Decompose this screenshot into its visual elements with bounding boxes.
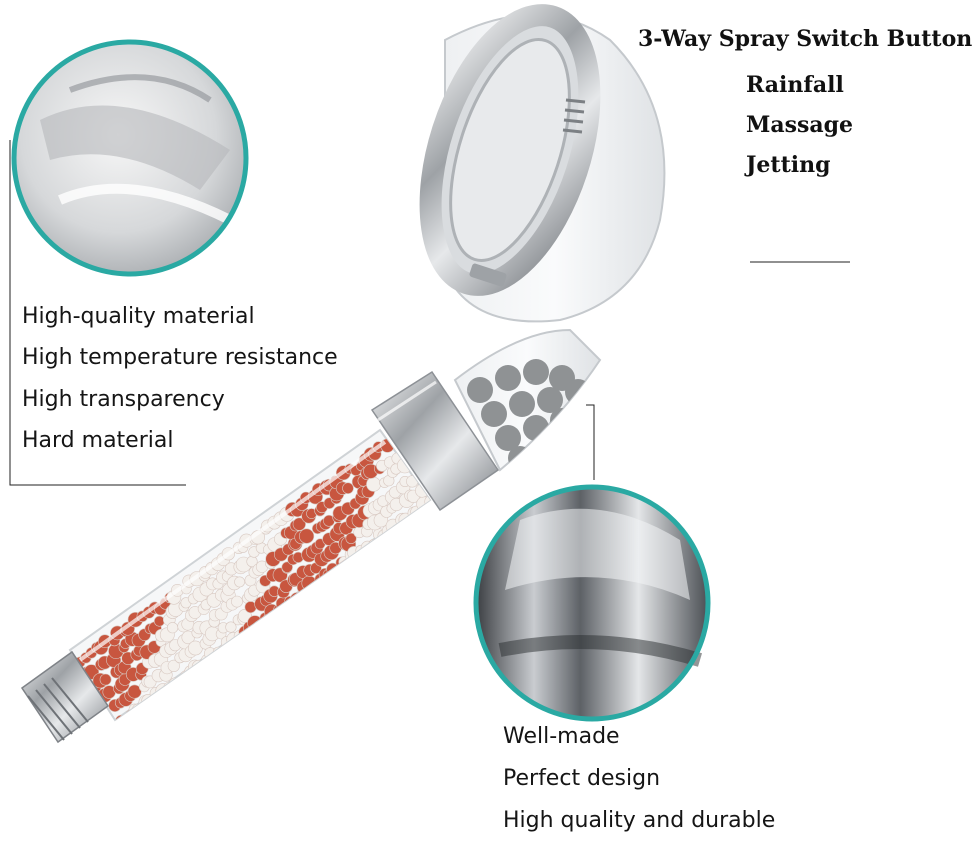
mineral-bead [368, 538, 380, 550]
filter-tube [68, 428, 432, 722]
mode-massage: Massage [746, 112, 854, 138]
mineral-bead [125, 709, 137, 720]
mineral-bead [289, 592, 305, 607]
mineral-bead [299, 528, 315, 544]
feature-temperature-resistance: High temperature resistance [22, 345, 338, 370]
spray-switch-title: 3-Way Spray Switch Button [638, 26, 972, 52]
feature-hard-material: Hard material [22, 428, 174, 453]
mineral-bead [231, 595, 243, 608]
mineral-bead [153, 615, 165, 627]
mineral-bead [342, 482, 354, 495]
mineral-bead [167, 622, 179, 634]
neck-section [453, 328, 602, 472]
mineral-bead [225, 621, 237, 633]
quality-durable: High quality and durable [503, 808, 776, 833]
mineral-bead [99, 673, 112, 686]
mineral-bead [366, 476, 381, 492]
mineral-bead [163, 681, 176, 695]
callout-line-right [586, 404, 595, 480]
mineral-bead [127, 684, 142, 699]
quality-well-made: Well-made [503, 724, 620, 749]
mineral-bead [237, 609, 252, 623]
feature-transparency: High transparency [22, 387, 225, 412]
magnified-chrome-circle [473, 484, 711, 722]
callout-line-left [9, 140, 186, 486]
mode-rainfall: Rainfall [746, 72, 844, 98]
magnified-material-circle [11, 39, 249, 277]
mineral-bead [180, 670, 193, 683]
shower-head-disc [419, 4, 666, 323]
quality-perfect-design: Perfect design [503, 766, 661, 791]
mineral-bead [281, 561, 293, 573]
mineral-bead [292, 517, 306, 531]
mineral-bead [168, 677, 184, 693]
chrome-collar [370, 370, 500, 512]
threaded-connector [20, 650, 110, 744]
mode-jetting: Jetting [746, 152, 831, 178]
feature-high-quality-material: High-quality material [22, 304, 255, 329]
mineral-bead [218, 643, 234, 658]
mineral-bead [234, 576, 245, 588]
mineral-bead [406, 475, 419, 488]
mineral-bead [132, 703, 144, 715]
mineral-bead [167, 659, 180, 673]
mineral-bead [345, 532, 357, 545]
mineral-bead [398, 512, 413, 528]
mineral-bead [273, 603, 288, 618]
